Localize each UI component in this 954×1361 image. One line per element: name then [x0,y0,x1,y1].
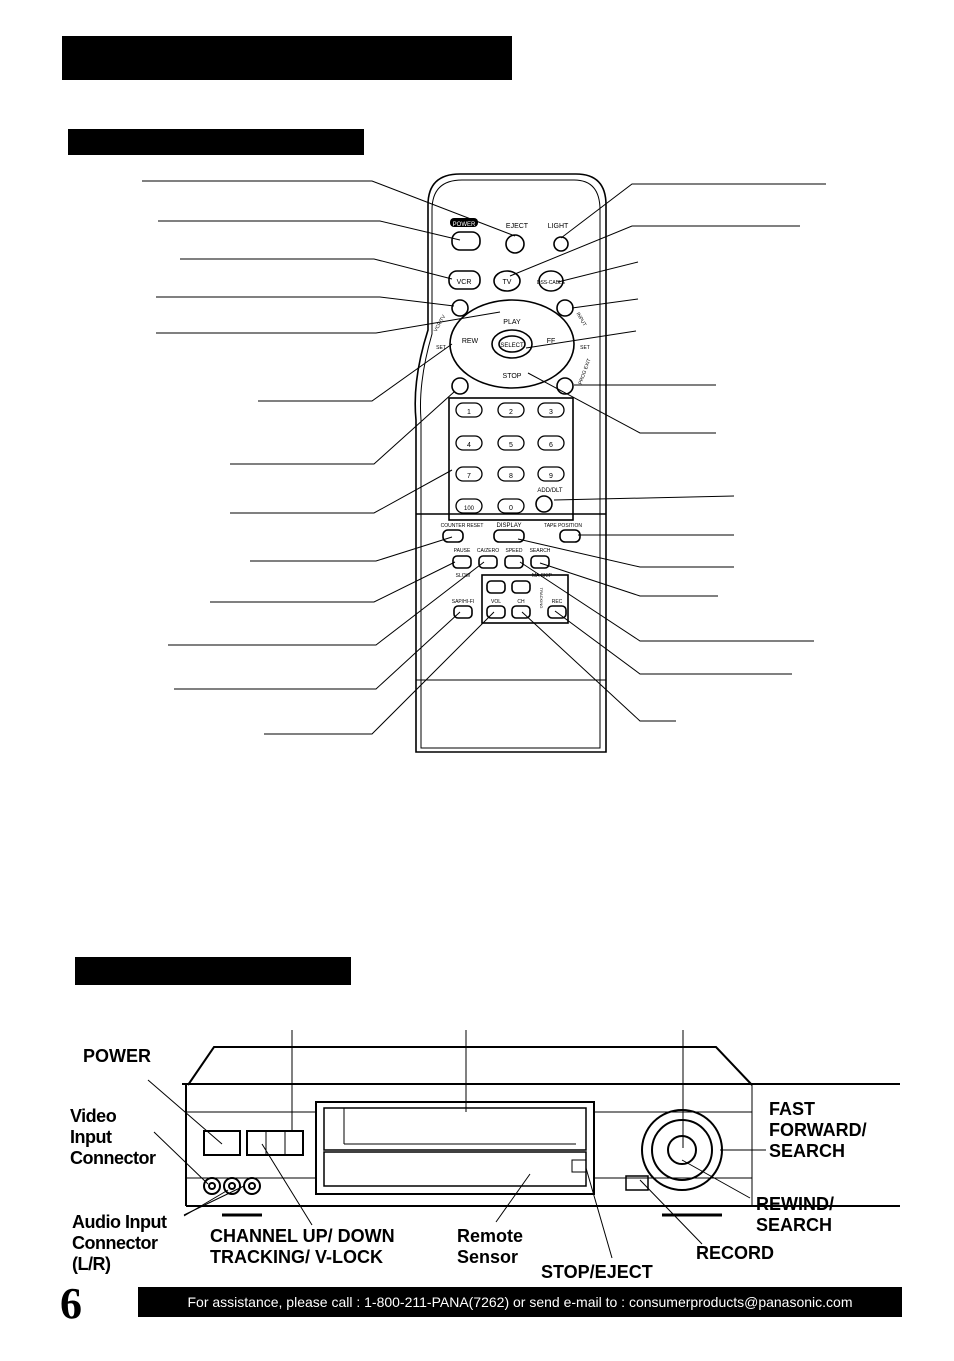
remote-rew-label: REW [462,338,479,345]
remote-digit-4: 4 [467,442,471,449]
remote-section-heading-bar [68,129,364,155]
remote-set-left-label: SET [436,345,446,351]
remote-eject-label: EJECT [506,223,529,230]
remote-digit-6: 6 [549,442,553,449]
remote-vcr-label: VCR [457,279,472,286]
remote-ma-skip-label: MA SKIP [532,573,553,579]
remote-tape-position-label: TAPE POSITION [544,523,582,529]
remote-set-right-label: SET [580,345,590,351]
remote-light-label: LIGHT [548,223,569,230]
remote-search-label: SEARCH [530,548,551,554]
page-number: 6 [60,1279,82,1328]
remote-sap-hifi-label: SAP/HI-FI [452,599,475,605]
remote-play-label: PLAY [503,319,521,326]
vcr-record-label: RECORD [696,1243,775,1263]
remote-digit-0: 0 [509,505,513,512]
vcr-audio-input-label: Audio Input Connector (L/R) [72,1212,167,1274]
remote-counter-reset-label: COUNTER RESET [441,523,484,529]
remote-digit-8: 8 [509,473,513,480]
remote-digit-3: 3 [549,409,553,416]
remote-ch-label: CH [517,599,525,605]
remote-digit-9: 9 [549,473,553,480]
remote-tv-label: TV [503,279,512,286]
remote-add-dlt-label: ADD/DLT [537,488,563,494]
remote-display-label: DISPLAY [497,523,522,529]
vcr-fast-forward-label: FAST FORWARD/ SEARCH [769,1099,867,1161]
remote-vol-label: VOL [491,599,501,605]
vcr-channel-tracking-label: CHANNEL UP/ DOWN TRACKING/ V-LOCK [210,1226,395,1267]
remote-pause-label: PAUSE [454,548,471,554]
vcr-video-input-label: Video Input Connector [70,1106,156,1168]
remote-slow-label: SLOW [456,573,471,579]
vcr-stop-eject-label: STOP/EJECT [541,1262,653,1282]
page-heading-bar [62,36,512,80]
remote-rec-label: REC [552,599,563,605]
vcr-rewind-search-label: REWIND/ SEARCH [756,1194,834,1235]
vcr-remote-sensor-label: Remote Sensor [457,1226,524,1267]
remote-power-label: POWER [453,222,476,228]
remote-ff-label: FF [547,338,556,345]
vcr-power-label: POWER [83,1046,152,1066]
remote-ca-zero-label: CA/ZERO [477,548,499,554]
remote-stop-label: STOP [503,373,522,380]
vcr-section-heading-bar [75,957,351,985]
remote-speed-label: SPEED [506,548,523,554]
remote-digit-100: 100 [464,506,475,512]
remote-digit-7: 7 [467,473,471,480]
remote-dss-label: DSS-CABLE [537,280,566,286]
remote-tracking-label: TRACKING [539,588,544,609]
assistance-footer: For assistance, please call : 1-800-211-… [138,1287,902,1317]
remote-digit-2: 2 [509,409,513,416]
remote-digit-5: 5 [509,442,513,449]
remote-digit-1: 1 [467,409,471,416]
remote-select-label: SELECT [500,343,524,349]
